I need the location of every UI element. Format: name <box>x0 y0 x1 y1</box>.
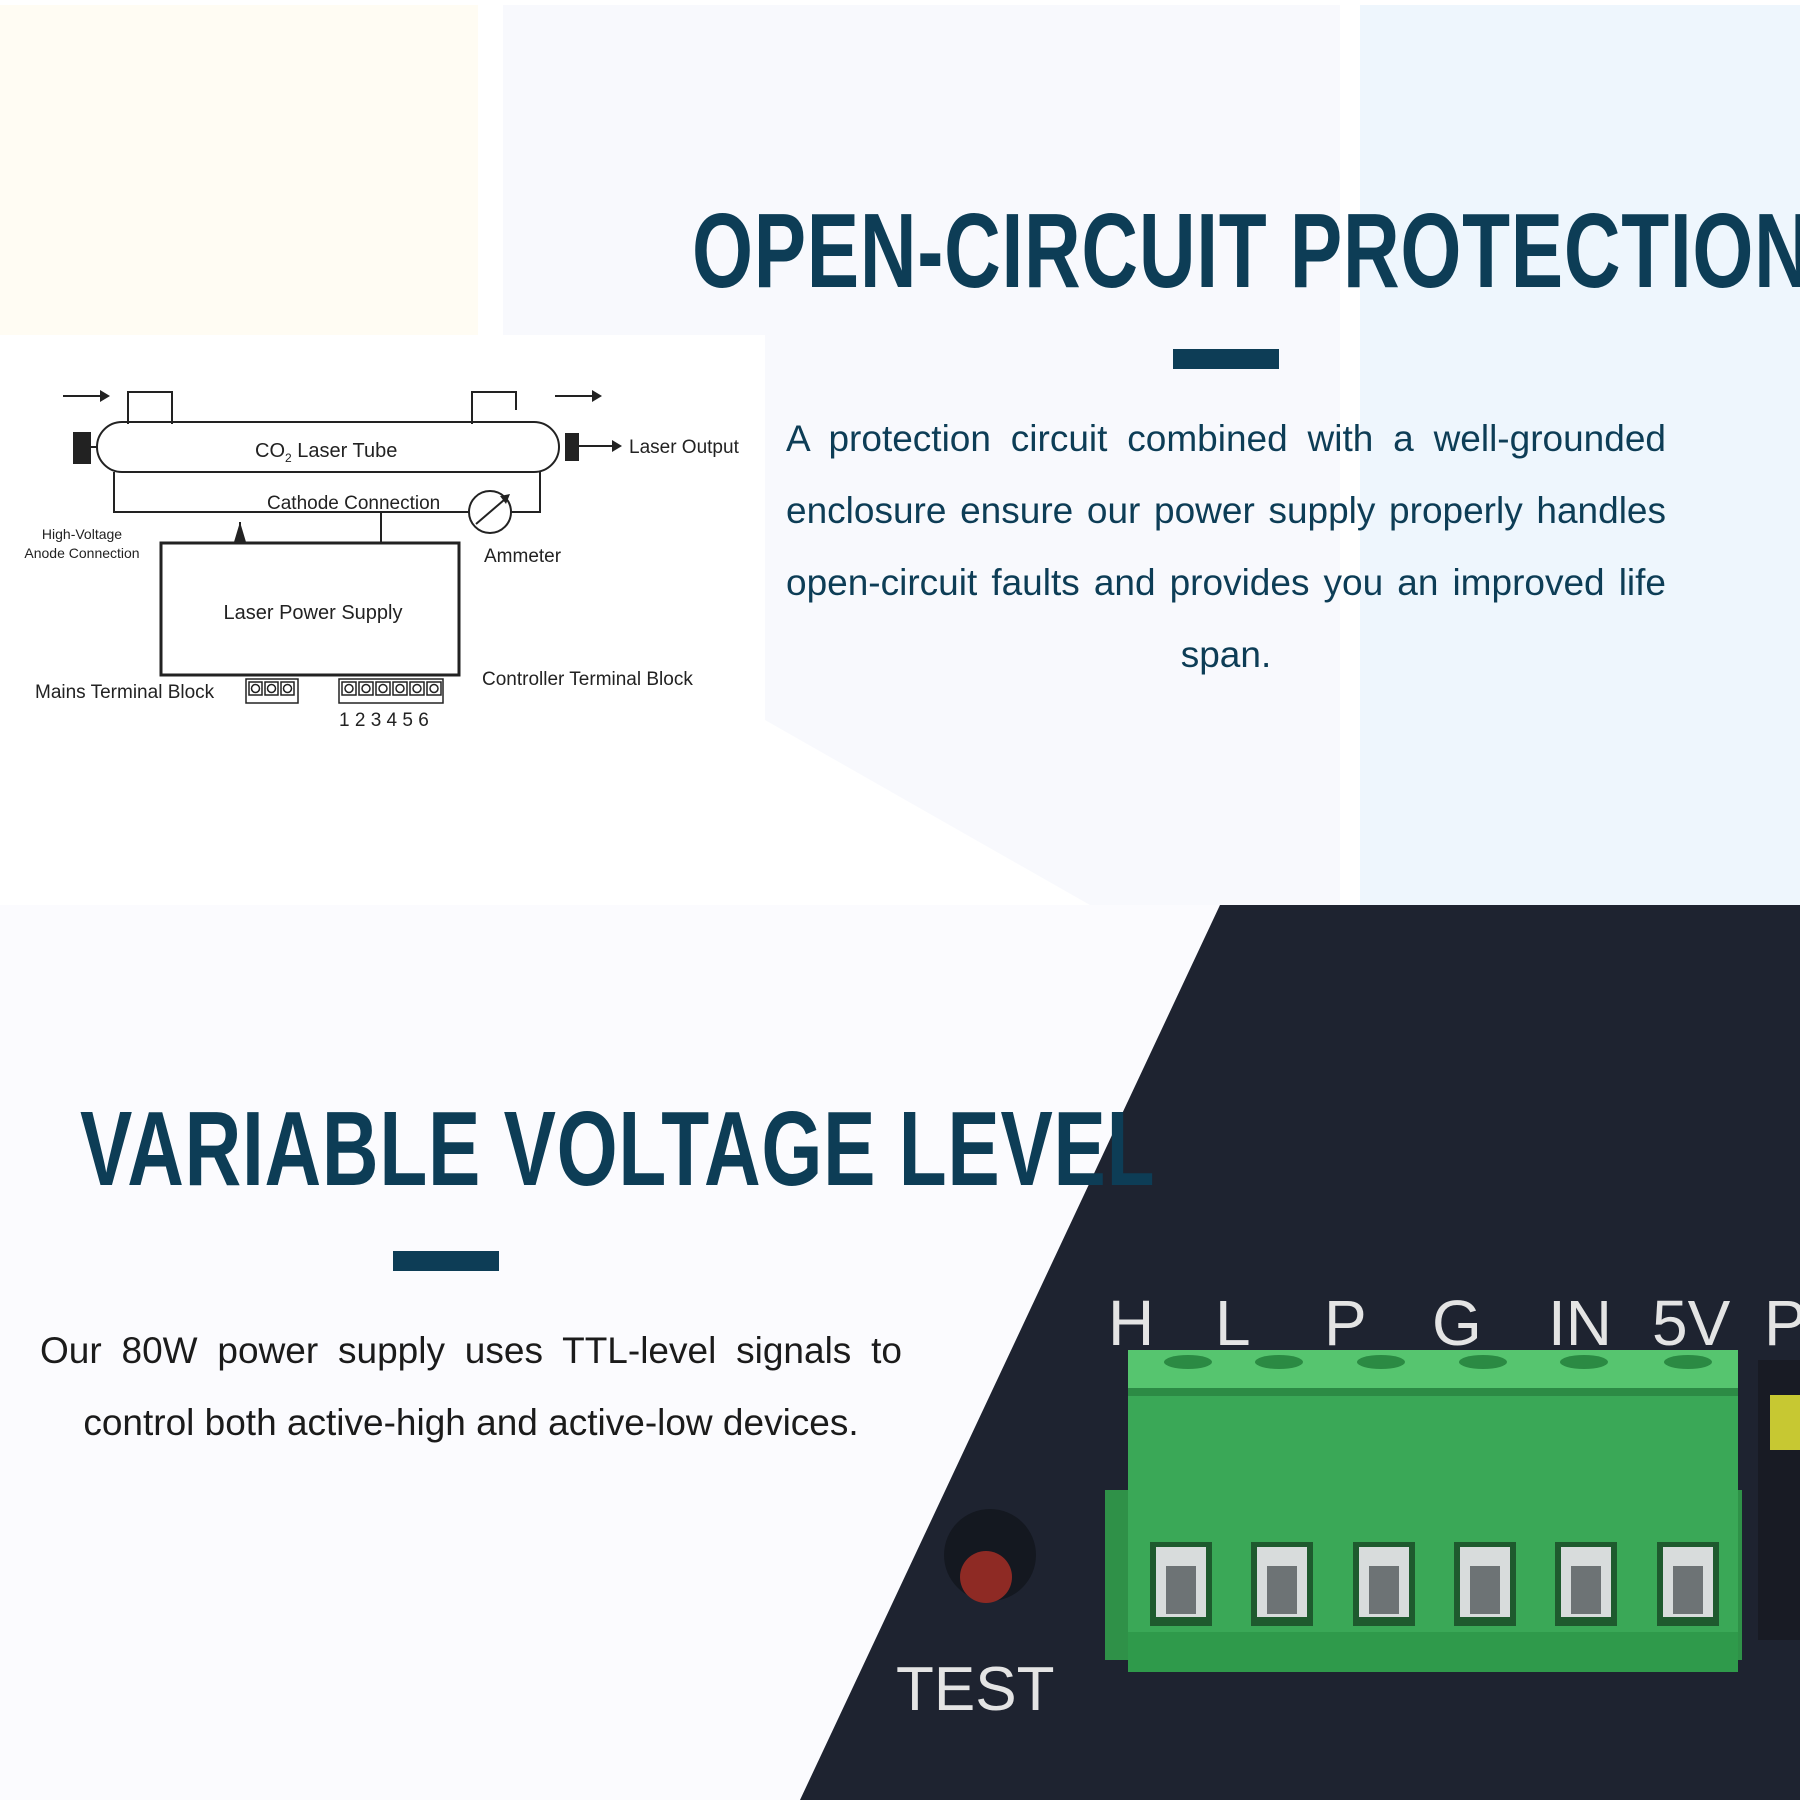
terminal-labels: H L P G IN 5V P <box>1108 1287 1800 1359</box>
coolant-outlet <box>471 391 517 424</box>
cream-panel <box>0 5 478 335</box>
test-button <box>960 1551 1012 1603</box>
variable-voltage-level-description: Our 80W power supply uses TTL-level sign… <box>40 1330 902 1443</box>
mains-terminal-block <box>245 678 299 704</box>
light-blue-panel <box>1360 5 1800 905</box>
terminal-numbers: 1 2 3 4 5 6 <box>339 710 429 731</box>
circuit-diagram <box>63 390 622 704</box>
terminal-label-p: P <box>1324 1287 1367 1359</box>
terminal-side-clip-left <box>1105 1490 1129 1660</box>
rear-mirror-mount <box>73 432 91 464</box>
terminal-sockets <box>1150 1542 1719 1626</box>
anode-label-line2: Anode Connection <box>24 545 139 561</box>
controller-terminal-block-label: Controller Terminal Block <box>482 669 693 690</box>
anode-label-line1: High-Voltage <box>42 526 122 542</box>
title-underline-bottom <box>393 1251 499 1271</box>
title-underline-top <box>1173 349 1279 369</box>
laser-power-supply-box <box>159 541 461 677</box>
lavender-panel <box>503 5 1340 905</box>
cathode-connection-label: Cathode Connection <box>267 493 440 514</box>
terminal-label-g: G <box>1432 1287 1482 1359</box>
open-circuit-protection-description: A protection circuit combined with a wel… <box>786 418 1666 675</box>
ammeter-label: Ammeter <box>484 546 562 567</box>
green-terminal-block <box>1128 1350 1738 1672</box>
cathode-wire <box>113 472 541 513</box>
terminal-label-in: IN <box>1548 1287 1612 1359</box>
open-circuit-protection-title: OPEN-CIRCUIT PROTECTION <box>692 192 1800 310</box>
terminal-label-l: L <box>1215 1287 1251 1359</box>
coolant-inlet <box>127 391 173 424</box>
terminal-screws <box>1164 1355 1712 1369</box>
terminal-label-p2: P <box>1764 1287 1800 1359</box>
power-supply-label: Laser Power Supply <box>224 602 403 624</box>
terminal-screw-row <box>1128 1350 1738 1388</box>
test-label: TEST <box>896 1655 1054 1724</box>
circuit-diagram-labels: CO2 Laser Tube Laser Output Cathode Conn… <box>24 437 739 731</box>
terminal-label-h: H <box>1108 1287 1154 1359</box>
laser-output-label: Laser Output <box>629 437 740 458</box>
mains-terminal-block-label: Mains Terminal Block <box>35 682 215 703</box>
laser-output-arrow <box>612 440 622 452</box>
output-coupler <box>565 433 579 461</box>
controller-terminal-block <box>338 678 444 704</box>
laser-tube-label: CO2 Laser Tube <box>255 440 397 465</box>
terminal-photo: H L P G IN 5V P TEST <box>800 905 1800 1800</box>
terminal-label-5v: 5V <box>1652 1287 1731 1359</box>
adjacent-connector-led <box>1770 1395 1800 1450</box>
variable-voltage-level-title: VARIABLE VOLTAGE LEVEL <box>80 1090 1156 1208</box>
